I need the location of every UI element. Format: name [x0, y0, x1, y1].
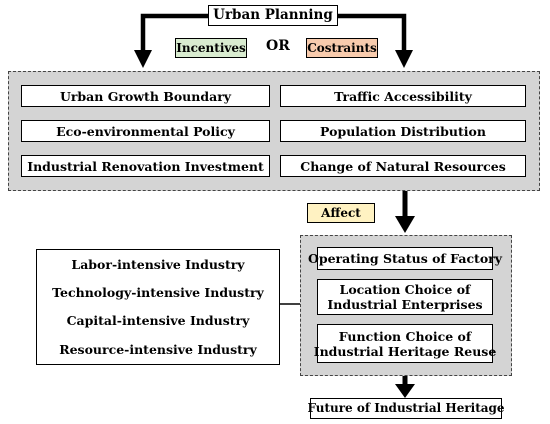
or-label: OR — [266, 38, 290, 54]
location-choice-line-2: Industrial Enterprises — [327, 297, 483, 312]
function-choice-line-2: Industrial Heritage Reuse — [313, 343, 497, 359]
urban-planning-box: Urban Planning — [208, 5, 338, 26]
planning-right-connector — [337, 13, 407, 50]
incentives-label: Incentives — [176, 41, 246, 55]
affect-arrowhead — [395, 216, 415, 233]
planning-left-arrowhead — [134, 50, 152, 68]
incentives-tag: Incentives — [175, 38, 247, 58]
future-of-industrial-heritage: Future of Industrial Heritage — [307, 398, 505, 419]
affect-tag: Affect — [307, 203, 375, 223]
affect-label: Affect — [321, 206, 361, 220]
factor-industrial-renovation-investment: Industrial Renovation Investment — [21, 155, 270, 177]
constraints-label: Costraints — [307, 41, 377, 55]
constraints-tag: Costraints — [306, 38, 378, 58]
factor-eco-environmental-policy: Eco-environmental Policy — [21, 120, 270, 142]
industry-types-box: Labor-intensive Industry Technology-inte… — [36, 249, 280, 365]
industry-resource-intensive: Resource-intensive Industry — [59, 342, 257, 357]
industry-labor-intensive: Labor-intensive Industry — [71, 257, 245, 272]
location-choice-line-1: Location Choice of — [339, 282, 471, 297]
planning-right-arrowhead — [395, 50, 413, 68]
industry-capital-intensive: Capital-intensive Industry — [66, 313, 250, 328]
location-choice-of-industrial-enterprises: Location Choice of Industrial Enterprise… — [317, 279, 493, 315]
factor-urban-growth-boundary: Urban Growth Boundary — [21, 85, 270, 107]
operating-status-of-factory: Operating Status of Factory — [308, 247, 502, 270]
factor-change-of-natural-resources: Change of Natural Resources — [280, 155, 526, 177]
function-choice-of-industrial-heritage-reuse: Function Choice of Industrial Heritage R… — [314, 324, 496, 363]
factor-population-distribution: Population Distribution — [280, 120, 526, 142]
urban-planning-label: Urban Planning — [213, 7, 333, 23]
planning-left-connector — [140, 13, 208, 50]
function-choice-line-1: Function Choice of — [338, 328, 472, 344]
industry-technology-intensive: Technology-intensive Industry — [52, 285, 264, 300]
factor-traffic-accessibility: Traffic Accessibility — [280, 85, 526, 107]
future-arrowhead — [395, 384, 415, 398]
